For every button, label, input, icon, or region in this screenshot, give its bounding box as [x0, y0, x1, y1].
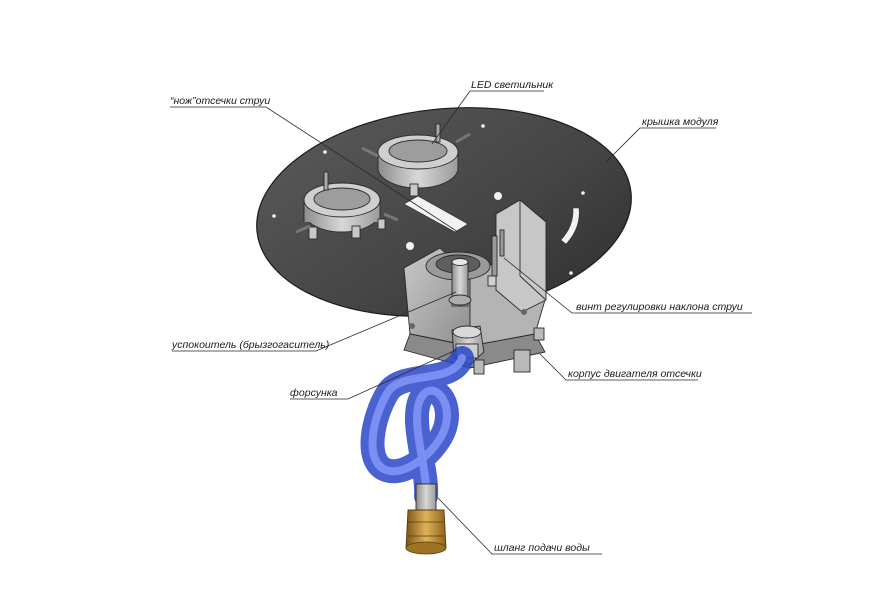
label-led-light: LED светильник [471, 79, 554, 91]
label-module-cover: крышка модуля [642, 116, 719, 128]
led-light-top [361, 123, 471, 197]
leader-lines [170, 90, 752, 555]
label-spray-damper: успокоитель (брызгогаситель) [171, 339, 329, 351]
label-knife: “нож”отсечки струи [170, 95, 270, 107]
label-tilt-screw: винт регулировки наклона струи [576, 301, 743, 313]
label-water-hose: шланг подачи воды [494, 542, 590, 554]
label-nozzle: форсунка [290, 387, 338, 399]
led-light-left [295, 171, 399, 240]
motor-housing [403, 199, 547, 375]
water-supply-hose [360, 346, 474, 555]
label-motor-housing: корпус двигателя отсечки [568, 368, 702, 380]
